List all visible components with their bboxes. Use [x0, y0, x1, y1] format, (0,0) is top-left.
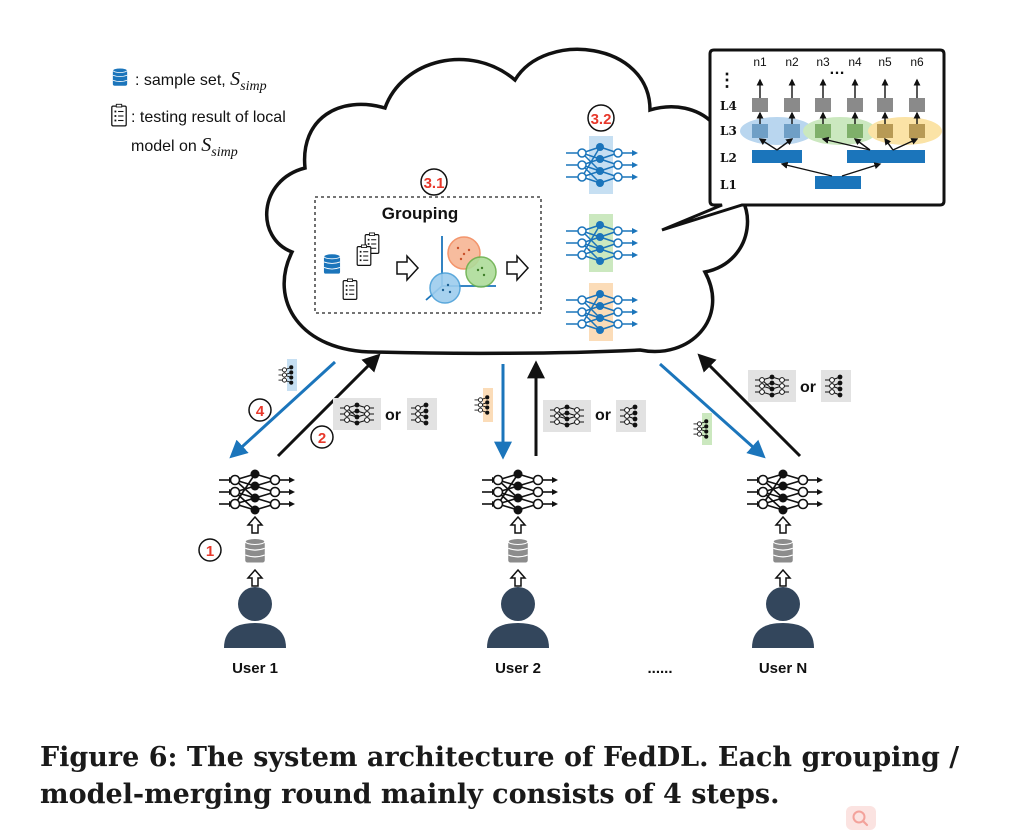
or-label: or	[385, 407, 401, 424]
svg-text:model on Ssimp: model on Ssimp	[131, 134, 238, 160]
user-avatar-icon	[487, 587, 549, 648]
hollow-arrow-icon	[396, 254, 420, 282]
legend-testing-line2: model on	[131, 138, 201, 155]
neuron-label-n5: n5	[878, 55, 892, 69]
up-arrow-icon	[775, 516, 791, 534]
local-data-icon	[507, 537, 529, 564]
grouping-box: Grouping	[314, 196, 542, 314]
layer-label-l1: L1	[720, 178, 737, 192]
vertical-dots: ⋮	[718, 70, 736, 90]
step-1-label: 1	[206, 543, 214, 560]
layer-label-l2: L2	[720, 151, 737, 165]
up-arrow-icon	[510, 569, 526, 587]
step-2-label: 2	[318, 430, 326, 447]
group-model-green	[565, 214, 639, 272]
neuron-label-n3: n3	[816, 55, 830, 69]
user-avatar-icon	[224, 587, 286, 648]
document-icon	[342, 278, 358, 300]
step-3-2-badge: 3.2	[587, 104, 615, 132]
legend: : sample set, Ssimp : testing result of …	[111, 67, 286, 160]
up-arrow-icon	[510, 516, 526, 534]
user-1-label: User 1	[232, 660, 278, 677]
up-arrow-icon	[775, 569, 791, 587]
neuron-label-n4: n4	[848, 55, 862, 69]
local-data-icon	[772, 537, 794, 564]
up-arrow-icon	[247, 516, 263, 534]
neuron-label-n6: n6	[910, 55, 924, 69]
layer-inset: ⋮ … n1 n2 n3 n4 n5 n6 L4 L3 L2 L1	[661, 48, 946, 232]
users-ellipsis: ......	[647, 660, 672, 677]
local-data-icon	[244, 537, 266, 564]
step-3-1-badge: 3.1	[420, 168, 448, 196]
or-label: or	[595, 407, 611, 424]
local-model-icon	[746, 468, 824, 516]
step-4-label: 4	[256, 403, 265, 420]
step-3-2-label: 3.2	[591, 111, 612, 128]
local-model-icon	[481, 468, 559, 516]
group-model-orange	[565, 283, 639, 341]
download-model-green	[693, 413, 712, 445]
layer-label-l3: L3	[720, 124, 737, 138]
step-1-badge: 1	[198, 538, 222, 562]
user-2-column: User 2	[481, 468, 559, 677]
search-zoom-button[interactable]	[846, 806, 876, 830]
user-n-label: User N	[759, 660, 807, 677]
cluster-plot	[425, 236, 497, 304]
up-arrow-icon	[247, 569, 263, 587]
upload-models-user1: or	[333, 398, 437, 430]
hollow-arrow-icon	[506, 254, 530, 282]
step-4-badge: 4	[248, 398, 272, 422]
horizontal-dots: …	[829, 61, 845, 78]
legend-sample-set-text: : sample set,	[135, 72, 230, 89]
or-label: or	[800, 379, 816, 396]
cloud-shape	[264, 47, 750, 356]
local-model-icon	[218, 468, 296, 516]
legend-testing-line1: : testing result of local	[131, 109, 286, 126]
figure-caption: Figure 6: The system architecture of Fed…	[40, 739, 1010, 813]
document-icon	[111, 103, 127, 127]
database-icon	[323, 253, 341, 275]
step-2-badge: 2	[310, 425, 334, 449]
neuron-label-n2: n2	[785, 55, 799, 69]
database-icon	[112, 67, 128, 87]
download-model-blue	[278, 359, 297, 391]
caption-line-1: Figure 6: The system architecture of Fed…	[40, 742, 960, 773]
transfer-arrows	[229, 353, 802, 460]
magnifier-icon	[852, 810, 869, 827]
download-model-orange	[474, 388, 493, 422]
user-avatar-icon	[752, 587, 814, 648]
upload-models-usern: or	[748, 370, 851, 402]
neuron-label-n1: n1	[753, 55, 767, 69]
step-3-1-label: 3.1	[424, 175, 445, 192]
layer-label-l4: L4	[720, 99, 737, 113]
user-1-column: User 1	[218, 468, 296, 677]
caption-line-2: model-merging round mainly consists of 4…	[40, 779, 780, 810]
user-n-column: User N	[746, 468, 824, 677]
user-2-label: User 2	[495, 660, 541, 677]
grouping-title: Grouping	[382, 204, 458, 223]
group-model-blue	[565, 136, 639, 194]
svg-text:: sample set, Ssimp: : sample set, Ssimp	[135, 68, 267, 94]
document-icon	[356, 244, 372, 266]
upload-models-user2: or	[543, 400, 646, 432]
